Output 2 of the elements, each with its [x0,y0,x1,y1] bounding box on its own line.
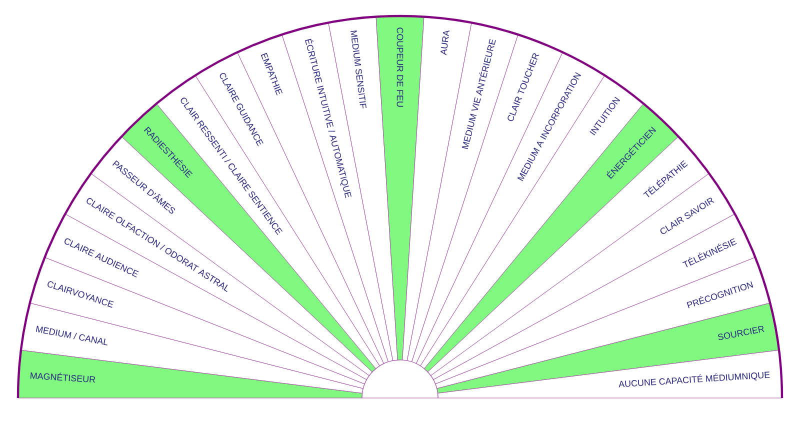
chart-sector: COUPEUR DE FEU [376,16,424,360]
chart-sector: MAGNÉTISEUR [18,350,363,398]
